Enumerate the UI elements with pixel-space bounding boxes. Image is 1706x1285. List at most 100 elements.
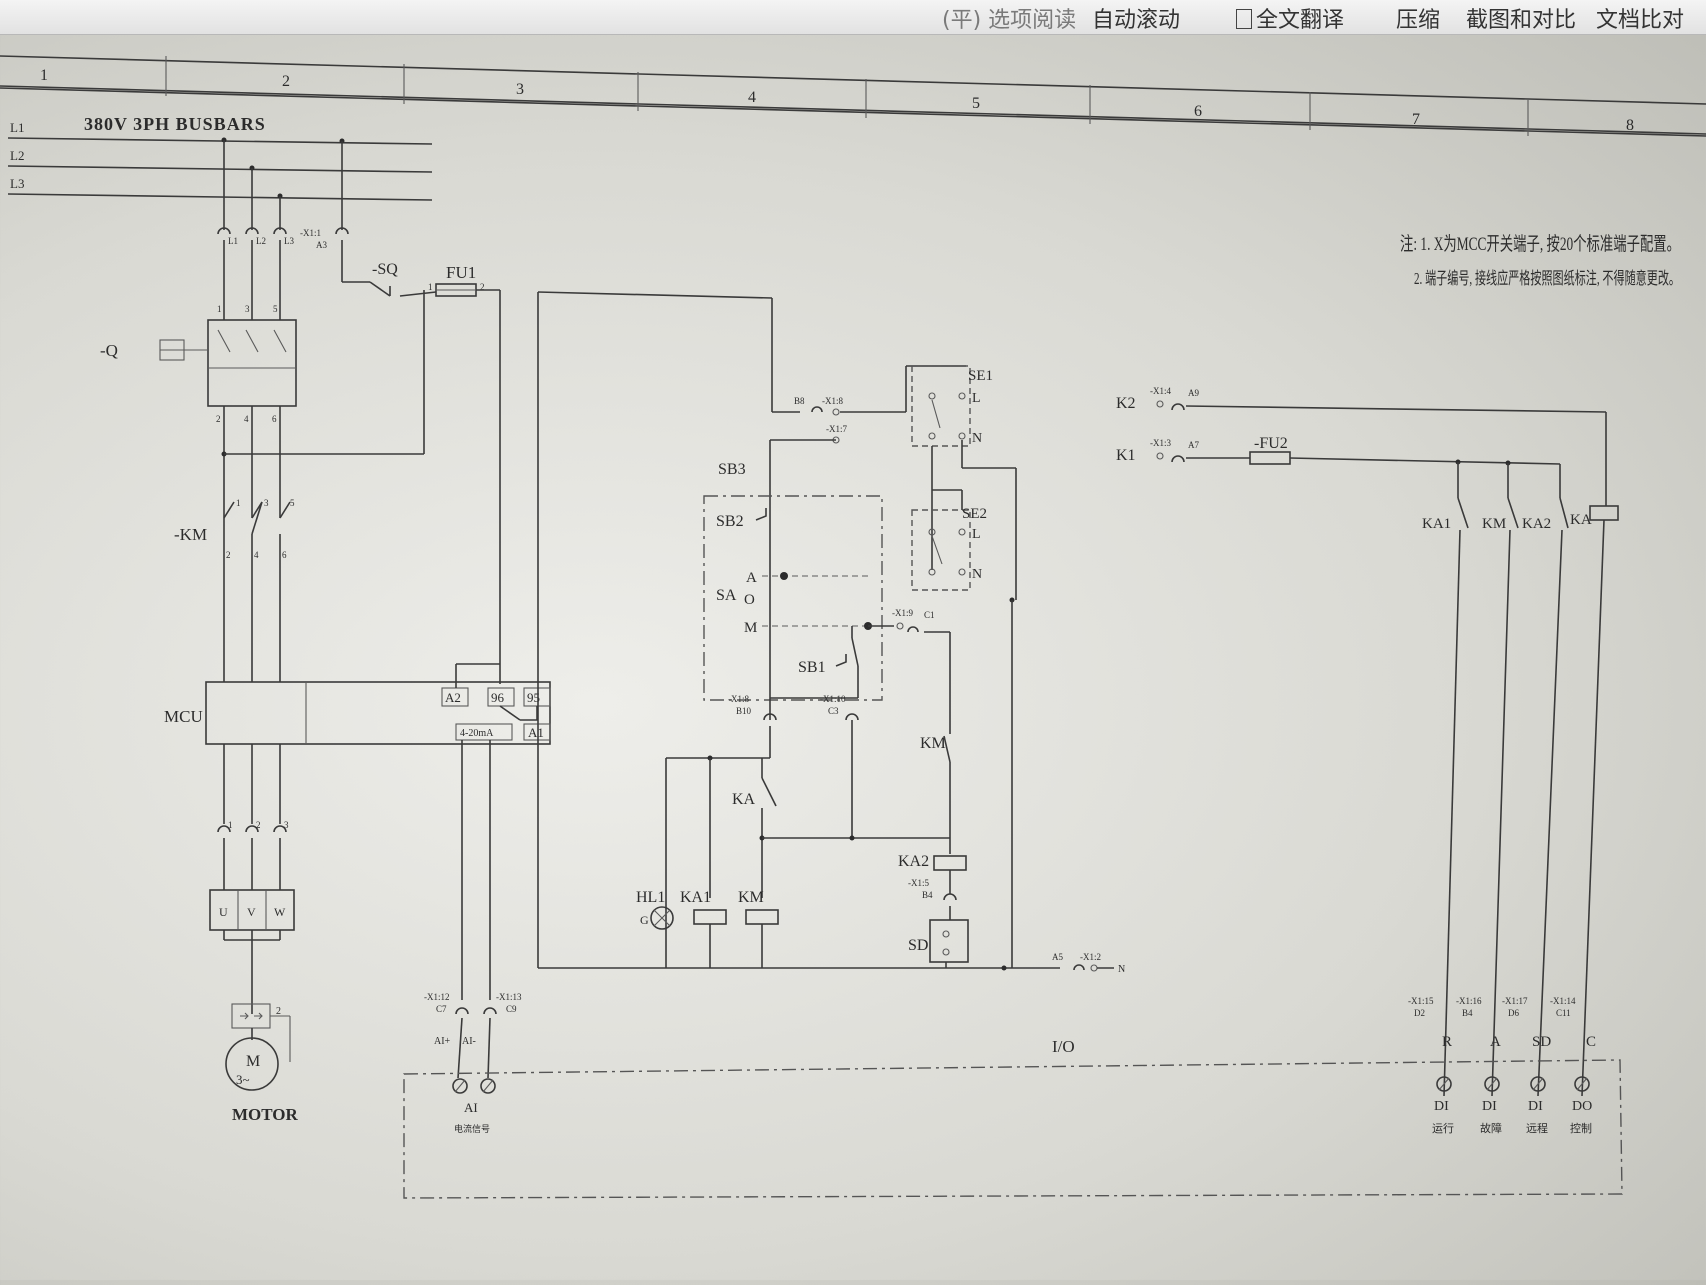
term-x14: -X1:4 [1150,386,1171,396]
mcu-ma: 4-20mA [460,728,494,739]
contact-km-r-label: KM [1482,516,1506,532]
term-c9: C9 [506,1004,517,1014]
se1-n: N [972,431,982,446]
term-x11: -X1:1 [300,228,321,238]
toolbar-auto-scroll[interactable]: 自动滚动 [1092,8,1181,33]
mcu-95: 95 [527,690,540,705]
bus-l3: L3 [10,176,24,191]
lamp-hl1-g: G [640,913,649,927]
note-1: 注: 1. X为MCC开关端子, 按20个标准端子配置。 [1400,233,1680,255]
io-ai: AI [464,1100,478,1115]
schematic-drawing: 1 2 3 4 5 6 7 8 380V 3PH BUSBARS L1 L2 L… [0,34,1706,1280]
column-7: 7 [1412,111,1420,128]
toolbar-translate[interactable]: 全文翻译 [1232,2,1348,34]
bus-l2: L2 [10,148,24,163]
term-v: V [247,905,256,919]
neutral-n: N [1118,964,1125,975]
term-a5: A5 [1052,952,1063,962]
selector-sa-label: SA [716,587,737,604]
se1-l: L [972,391,981,406]
q-pin-2: 2 [216,414,221,424]
column-header: 1 2 3 4 5 6 7 8 [0,55,1706,137]
q-pin-1: 1 [217,304,222,314]
toolbar-compress[interactable]: 压缩 [1396,8,1441,33]
term-x18b: -X1:8 [728,694,749,704]
toolbar-screenshot-compare[interactable]: 截图和对比 [1466,8,1577,33]
km-pin-4: 4 [254,550,259,560]
column-8: 8 [1626,117,1634,134]
relay-ka2-label: KA2 [898,853,929,870]
power-circuit: L1 L2 L3 -X1:1 A3 1 3 5 2 4 6 -Q 1 [100,140,551,1124]
term-d6: D6 [1508,1008,1519,1018]
limit-sq-label: -SQ [372,261,398,278]
ai-minus: AI- [462,1036,476,1047]
button-sb3-label: SB3 [718,461,746,478]
term-w: W [274,905,286,919]
term-x115: -X1:15 [1408,996,1434,1006]
q-pin-4: 4 [244,414,249,424]
term-x15: -X1:5 [908,878,929,888]
term-c1: C1 [924,610,935,620]
term-x110: -X1:10 [820,694,846,704]
term-l3: L3 [284,236,294,246]
fu1-pin-2: 2 [480,282,485,292]
term-x113: -X1:13 [496,992,522,1002]
io-type-c: DO [1572,1099,1592,1114]
contact-ka2-label: KA2 [1522,516,1551,532]
io-sig-r: R [1442,1034,1452,1050]
toolbar-item-cut[interactable]: (平) 选项阅读 [942,8,1077,33]
term-b10: B10 [736,706,752,716]
io-sig-sd: SD [1532,1034,1551,1050]
breaker-q-label: -Q [100,341,118,360]
term-c7: C7 [436,1004,447,1014]
button-sb1-label: SB1 [798,659,826,676]
term-x116: -X1:16 [1456,996,1482,1006]
q-pin-6: 6 [272,414,277,424]
lamp-hl1-label: HL1 [636,889,665,906]
term-b8: B8 [794,396,805,406]
km-pin-6: 6 [282,550,287,560]
toolbar-doc-compare[interactable]: 文档比对 [1596,8,1685,33]
document-icon [1236,9,1252,29]
ai-plus: AI+ [434,1036,451,1047]
km-pin-2: 2 [226,550,231,560]
k1-label: K1 [1116,447,1136,464]
term-x117: -X1:17 [1502,996,1528,1006]
km-pin-5: 5 [290,498,295,508]
coil-km-label: KM [738,889,764,906]
control-circuit: -SQ FU1 1 2 B8 -X1:8 -X1:7 SE1 L N [341,240,1125,975]
term-c11: C11 [1556,1008,1571,1018]
term-b4: B4 [922,890,933,900]
io-ai-desc: 电流信号 [454,1123,490,1134]
io-label: I/O [1052,1037,1075,1056]
se2-n: N [972,567,982,582]
mcu-a1: A1 [528,725,544,740]
io-desc-sd: 远程 [1526,1122,1548,1135]
bus-l1: L1 [10,120,24,135]
k2-label: K2 [1116,395,1136,412]
column-2: 2 [282,73,290,90]
term-a3: A3 [316,240,327,250]
sa-a: A [746,570,757,586]
switch-se1-label: SE1 [968,368,993,384]
busbars: 380V 3PH BUSBARS L1 L2 L3 [7,114,433,201]
contactor-km-label: -KM [174,525,207,544]
io-desc-a: 故障 [1480,1121,1502,1135]
schematic-svg: 1 2 3 4 5 6 7 8 380V 3PH BUSBARS L1 L2 L… [0,55,1706,1199]
io-desc-r: 运行 [1432,1122,1454,1135]
busbar-title: 380V 3PH BUSBARS [84,114,266,134]
motor-sensor: 2 [276,1006,281,1017]
motor-symbol: M [246,1053,260,1070]
sensor-sd-label: SD [908,937,928,954]
sa-m: M [744,620,757,636]
io-module: I/O AI 电流信号 DI DI DI DO 运行 故障 远程 控制 [403,1037,1623,1199]
switch-se2-label: SE2 [962,506,987,522]
term-x19: -X1:9 [892,608,913,618]
column-3: 3 [516,81,524,98]
term-x17: -X1:7 [826,424,847,434]
out-3: 3 [284,820,289,830]
term-x114: -X1:14 [1550,996,1576,1006]
term-a9: A9 [1188,388,1199,398]
se2-l: L [972,527,981,542]
term-l2: L2 [256,236,266,246]
